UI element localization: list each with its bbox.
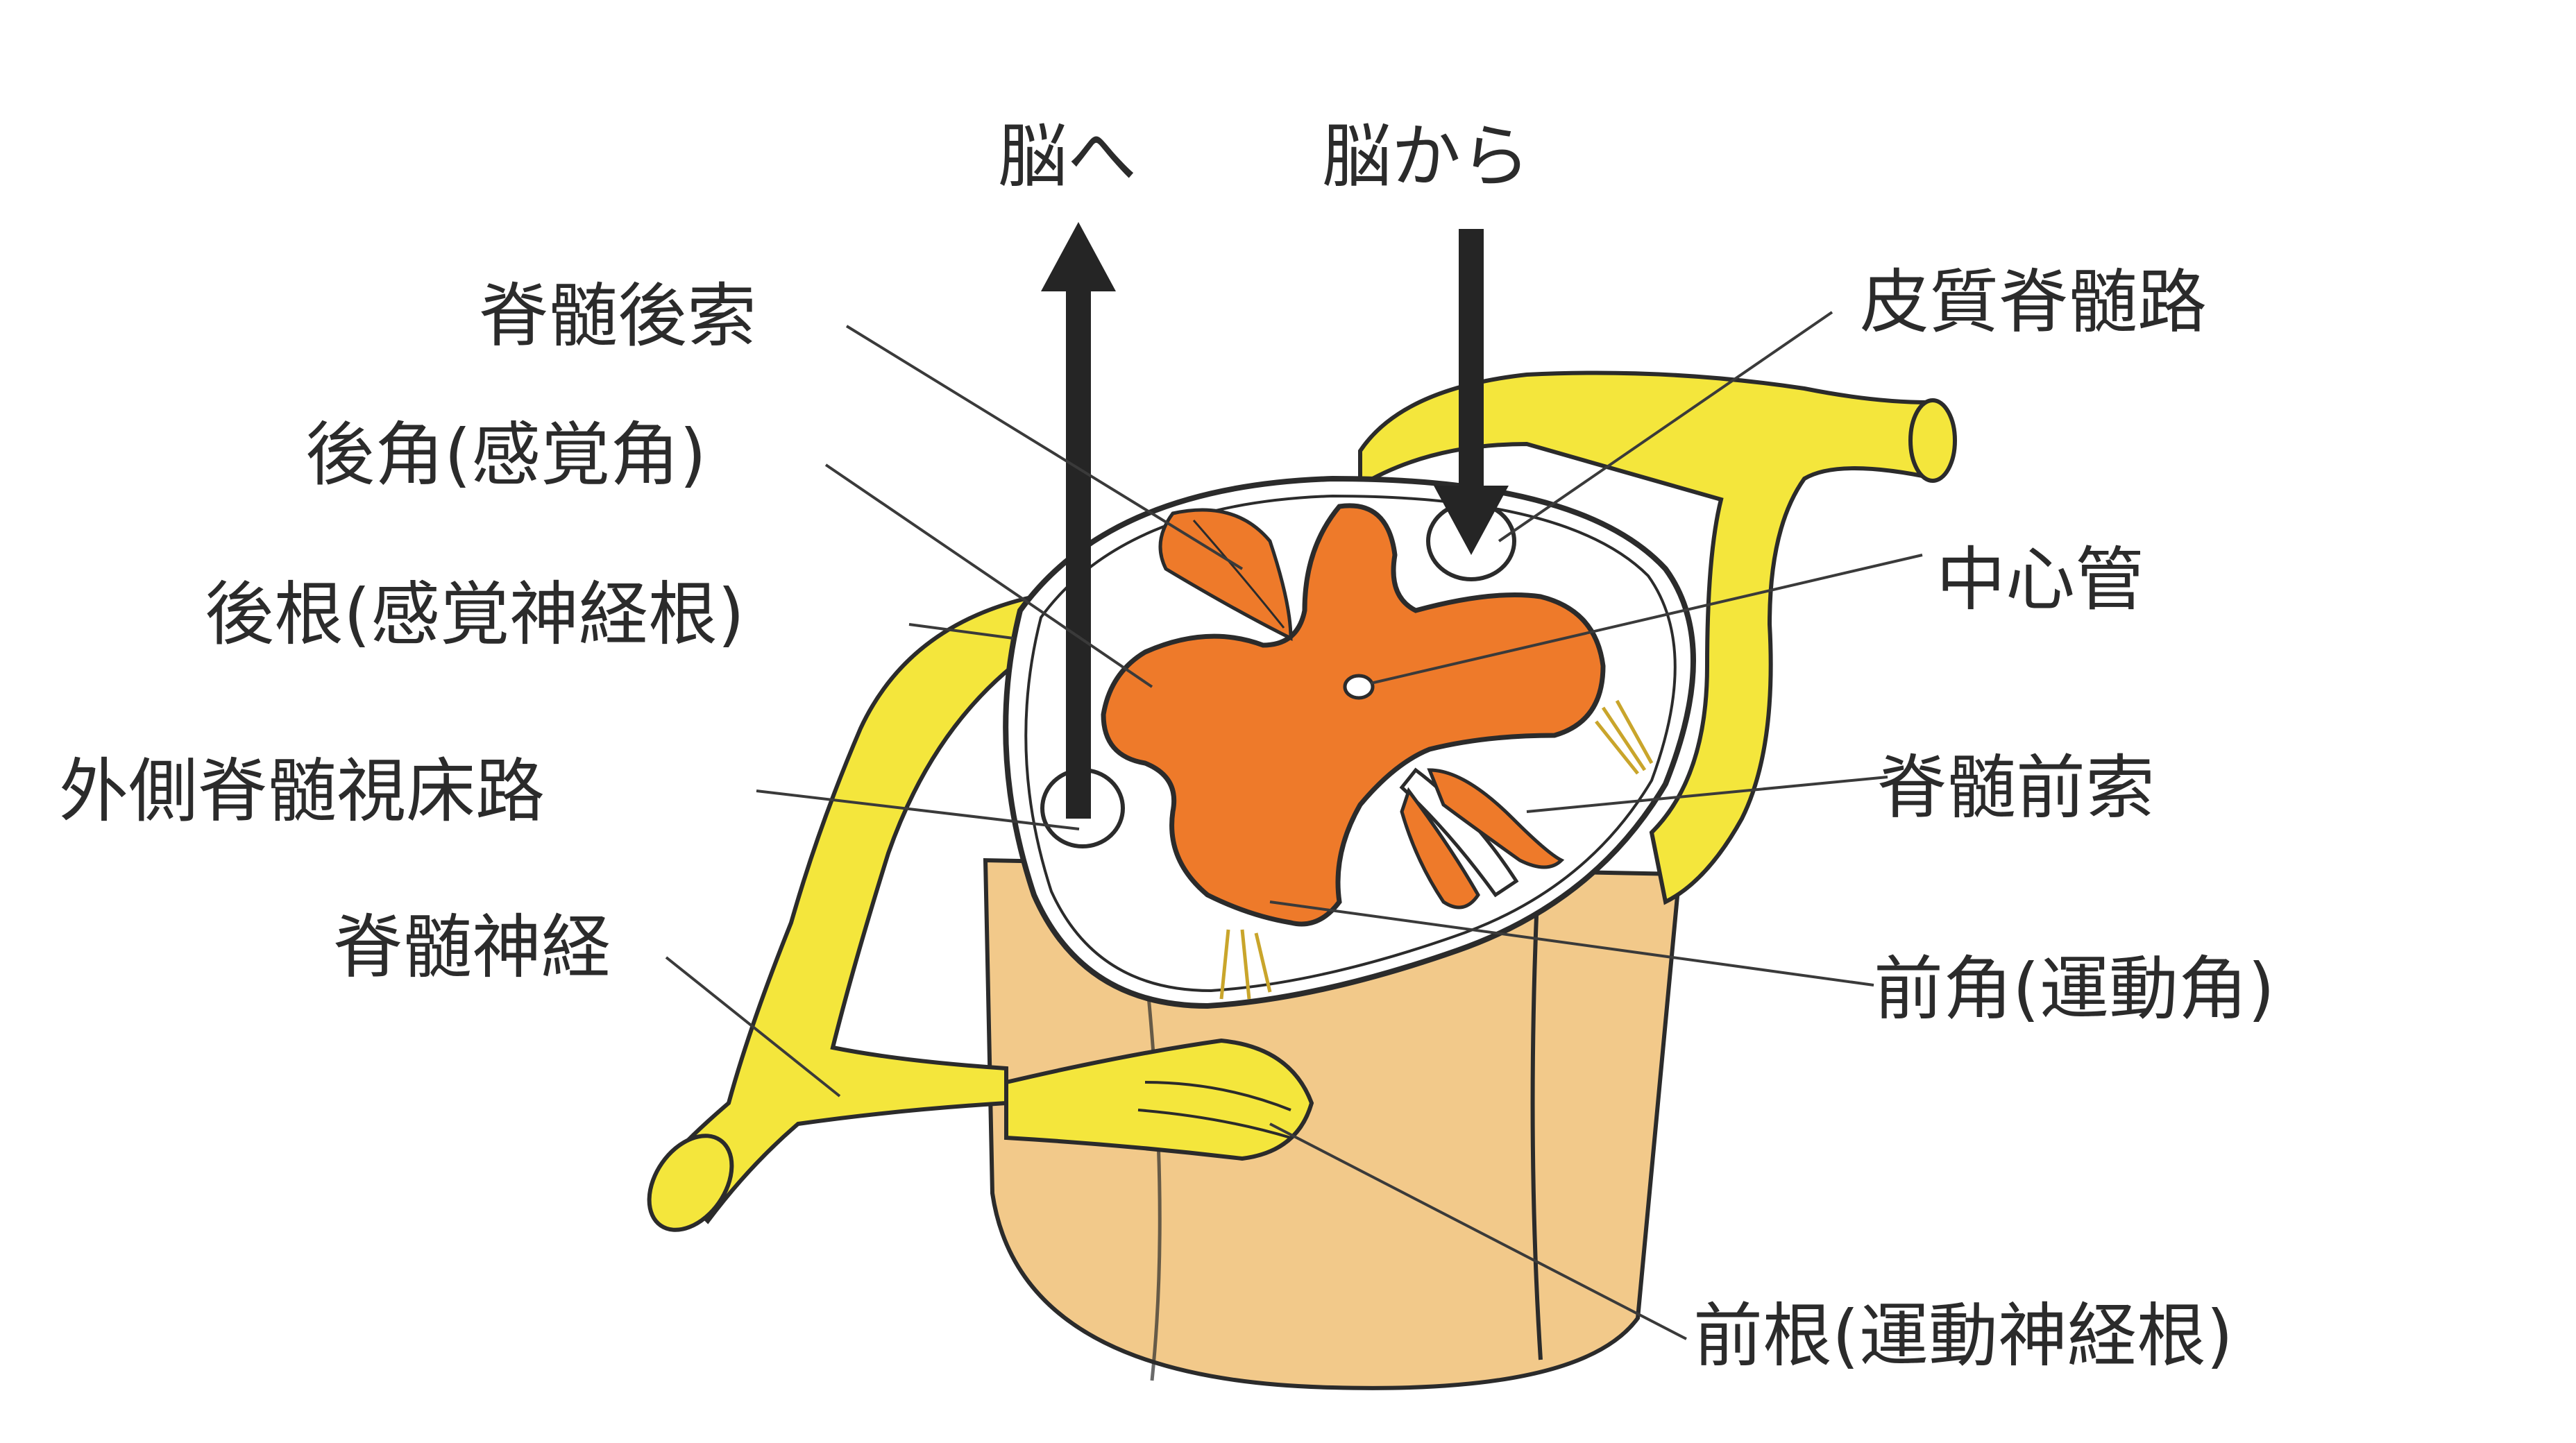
- label-to-brain: 脳へ: [998, 116, 1137, 197]
- label-corticospinal: 皮質脊髄路: [1860, 262, 2207, 343]
- label-ventral-root: 前根(運動神経根): [1693, 1295, 2233, 1376]
- label-central-canal: 中心管: [1936, 539, 2144, 620]
- label-ventral-column: 脊髄前索: [1877, 747, 2155, 828]
- central-canal: [1345, 676, 1373, 698]
- label-dorsal-column: 脊髄後索: [479, 275, 756, 357]
- label-spinal-nerve: 脊髄神経: [333, 907, 611, 988]
- nerve-cut-end-right: [1910, 400, 1955, 481]
- label-ventral-horn: 前角(運動角): [1874, 948, 2275, 1030]
- label-from-brain: 脳から: [1322, 116, 1530, 197]
- label-dorsal-horn: 後角(感覚角): [305, 414, 706, 495]
- label-dorsal-root: 後根(感覚神経根): [205, 574, 745, 655]
- label-lateral-spinothalamic: 外側脊髄視床路: [59, 751, 545, 832]
